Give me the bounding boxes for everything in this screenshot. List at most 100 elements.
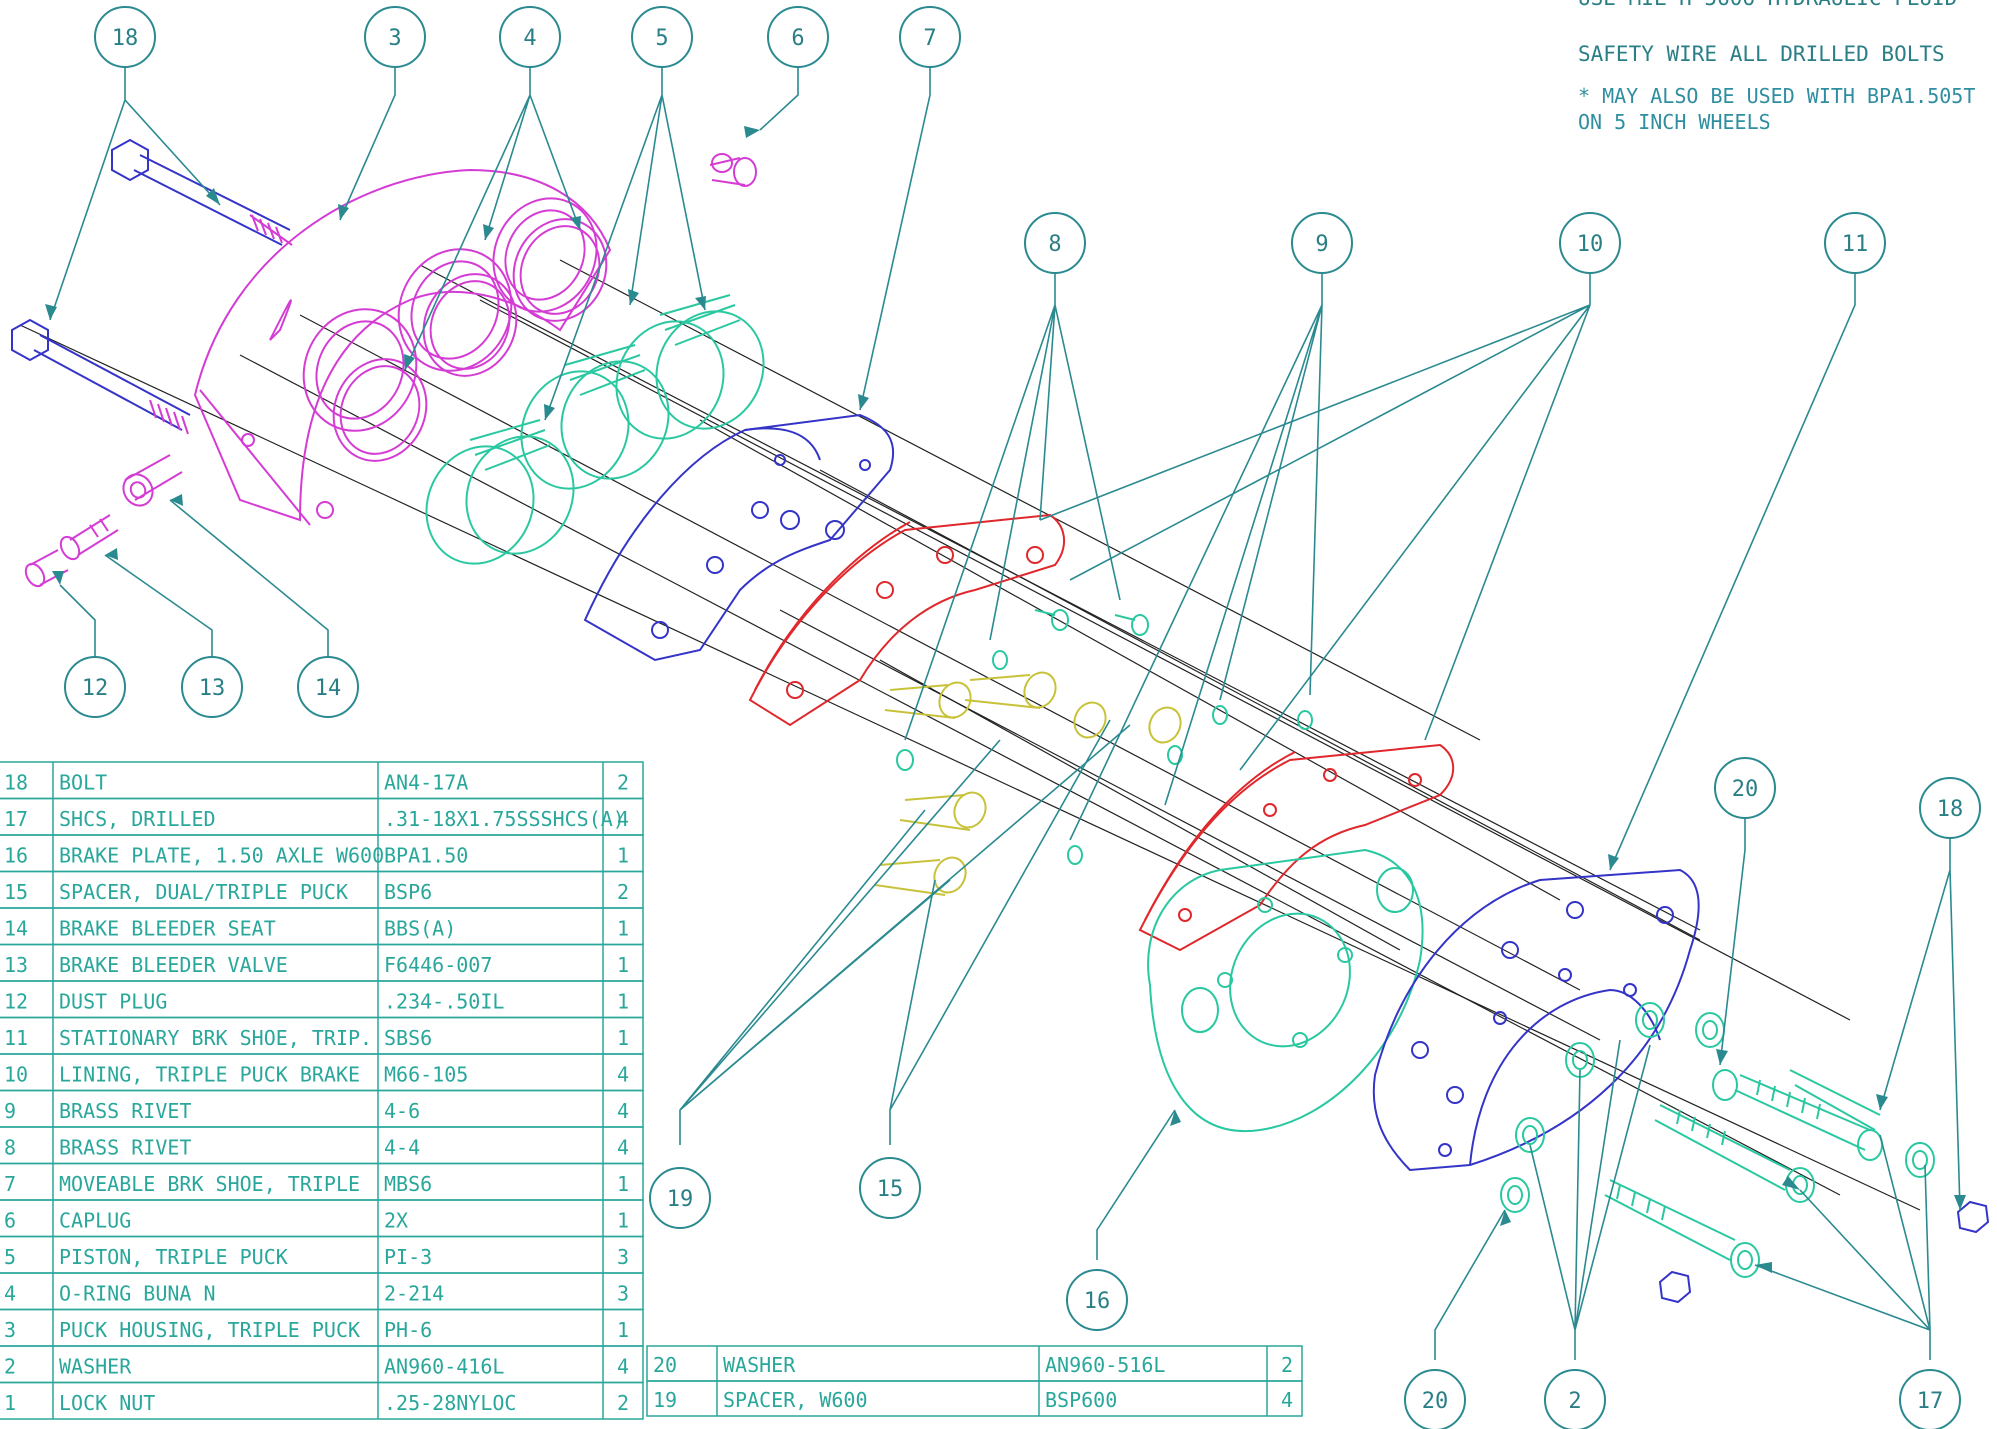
balloon-18-right xyxy=(1919,777,1981,839)
balloon-20-bottom xyxy=(1404,1369,1466,1429)
bom-cell-qty: 4 xyxy=(617,1099,629,1123)
bom-cell-desc: BRASS RIVET xyxy=(59,1099,191,1123)
bom-cell-no: 20 xyxy=(653,1353,677,1377)
spacers xyxy=(874,671,1182,896)
bom-row: 9 BRASS RIVET 4-6 4 xyxy=(0,1089,644,1128)
bom-cell-qty: 1 xyxy=(617,990,629,1014)
bom-cell-part: AN960-416L xyxy=(384,1355,504,1379)
bom-cell-part: SBS6 xyxy=(384,1026,432,1050)
bom-cell-qty: 4 xyxy=(1281,1388,1293,1412)
note-safety-wire: SAFETY WIRE ALL DRILLED BOLTS xyxy=(1578,42,1945,66)
bom-cell-qty: 3 xyxy=(617,1282,629,1306)
bom-cell-no: 13 xyxy=(4,953,28,977)
bom-cell-qty: 4 xyxy=(617,1355,629,1379)
bom-cell-desc: WASHER xyxy=(723,1353,796,1377)
rivets xyxy=(896,609,1313,865)
bom-cell-part: BBS(A) xyxy=(384,917,456,941)
bom-cell-part: 4-4 xyxy=(384,1136,420,1160)
assembly-axis-lines xyxy=(19,259,1921,1211)
balloon-10 xyxy=(1559,212,1621,274)
balloon-label: 11 xyxy=(1842,232,1869,257)
bom-cell-no: 2 xyxy=(4,1355,16,1379)
bom-cell-qty: 2 xyxy=(617,771,629,795)
balloon-label: 16 xyxy=(1084,1289,1111,1314)
balloon-2 xyxy=(1544,1369,1606,1429)
bom-cell-part: BSP600 xyxy=(1045,1388,1117,1412)
bom-cell-no: 18 xyxy=(4,771,28,795)
bom-cell-part: .234-.50IL xyxy=(384,990,504,1014)
bom-cell-no: 19 xyxy=(653,1388,677,1412)
bom-cell-part: 4-6 xyxy=(384,1099,420,1123)
balloon-5 xyxy=(631,6,693,68)
balloon-3 xyxy=(364,6,426,68)
balloon-label: 17 xyxy=(1917,1389,1944,1414)
bom-cell-desc: SPACER, W600 xyxy=(723,1388,868,1412)
bom-cell-part: AN4-17A xyxy=(384,771,468,795)
balloon-label: 2 xyxy=(1568,1389,1581,1414)
o-rings xyxy=(332,218,608,462)
bom-cell-desc: LINING, TRIPLE PUCK BRAKE xyxy=(59,1063,360,1087)
balloon-label: 10 xyxy=(1577,232,1604,257)
bom-cell-part: MBS6 xyxy=(384,1172,432,1196)
balloon-labels: 18 3 4 5 6 7 8 9 10 11 12 13 14 20 18 19… xyxy=(82,26,1964,1414)
balloon-label: 6 xyxy=(791,26,804,51)
bom-cell-part: F6446-007 xyxy=(384,953,492,977)
balloon-label: 18 xyxy=(112,26,139,51)
bom-cell-desc: O-RING BUNA N xyxy=(59,1282,216,1306)
bom-cell-no: 12 xyxy=(4,990,28,1014)
bom-cell-desc: SPACER, DUAL/TRIPLE PUCK xyxy=(59,880,348,904)
balloon-label: 13 xyxy=(199,676,226,701)
bom-cell-desc: LOCK NUT xyxy=(59,1391,155,1415)
balloon-label: 8 xyxy=(1048,232,1061,257)
bom-cell-no: 9 xyxy=(4,1099,16,1123)
note-wheel-size: ON 5 INCH WHEELS xyxy=(1578,110,1771,134)
bleeder-parts xyxy=(24,454,183,588)
bom-cell-desc: BRAKE BLEEDER VALVE xyxy=(59,953,288,977)
balloon-6 xyxy=(767,6,829,68)
balloon-4 xyxy=(499,6,561,68)
bom-cell-desc: PUCK HOUSING, TRIPLE PUCK xyxy=(59,1318,360,1342)
bolt-upper xyxy=(111,138,293,246)
bom-cell-qty: 1 xyxy=(617,1209,629,1233)
bom-cell-qty: 3 xyxy=(617,1245,629,1269)
balloon-13 xyxy=(181,656,243,718)
balloon-14 xyxy=(297,656,359,718)
bom-cell-qty: 1 xyxy=(617,844,629,868)
caplug xyxy=(709,153,757,187)
bom-cell-part: .25-28NYLOC xyxy=(384,1391,516,1415)
bom-cell-no: 16 xyxy=(4,844,28,868)
bom-cell-desc: PISTON, TRIPLE PUCK xyxy=(59,1245,288,1269)
bom-cell-desc: MOVEABLE BRK SHOE, TRIPLE xyxy=(59,1172,360,1196)
balloon-18-top xyxy=(94,6,156,68)
bom-cell-part: M66-105 xyxy=(384,1063,468,1087)
bom-cell-no: 15 xyxy=(4,880,28,904)
balloons xyxy=(64,6,1981,1429)
balloon-label: 9 xyxy=(1315,232,1328,257)
bom-cell-qty: 1 xyxy=(617,953,629,977)
bom-cell-desc: BOLT xyxy=(59,771,107,795)
washers-and-screws xyxy=(1500,1002,1935,1278)
lining-front xyxy=(748,513,1065,727)
balloon-7 xyxy=(899,6,961,68)
bom-cell-qty: 2 xyxy=(617,880,629,904)
bom-row: 18 BOLT AN4-17A 2 xyxy=(0,761,644,800)
balloon-label: 20 xyxy=(1732,777,1759,802)
bom-cell-no: 8 xyxy=(4,1136,16,1160)
